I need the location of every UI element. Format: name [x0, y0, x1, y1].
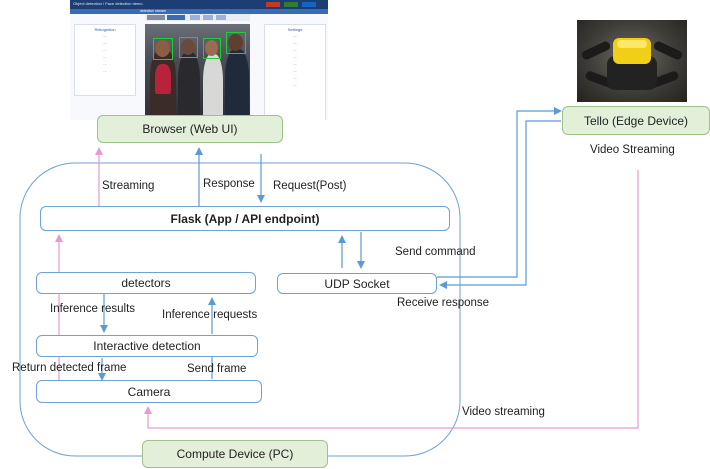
receive-response-label: Receive response: [397, 297, 490, 309]
interactive-detection-label: Interactive detection: [93, 339, 201, 353]
interactive-detection-box: Interactive detection: [36, 335, 258, 357]
send-command-label: Send command: [395, 246, 476, 258]
tello-label: Tello (Edge Device): [583, 113, 689, 128]
browser-box: Browser (Web UI): [97, 115, 283, 143]
inference-results-label: Inference results: [50, 303, 136, 315]
browser-label: Browser (Web UI): [142, 122, 238, 136]
camera-label: Camera: [127, 384, 171, 399]
camera-box: Camera: [36, 380, 262, 403]
send-command-arrow: [437, 107, 562, 278]
return-detected-frame-label: Return detected frame: [12, 362, 127, 374]
streaming-label: Streaming: [102, 180, 155, 192]
request-post-label: Request(Post): [273, 180, 347, 192]
receive-response-arrow: [439, 120, 561, 289]
compute-device-label: Compute Device (PC): [176, 447, 294, 461]
video-streaming-bottom-label: Video streaming: [462, 406, 545, 418]
detectors-label: detectors: [121, 276, 171, 290]
inference-requests-label: Inference requests: [162, 309, 258, 321]
detectors-box: detectors: [36, 272, 256, 294]
flask-box: Flask (App / API endpoint): [40, 206, 450, 231]
udp-socket-label: UDP Socket: [324, 276, 390, 291]
video-streaming-top-label: Video Streaming: [590, 144, 675, 156]
web-ui-screenshot-icon: Object detection / Face detection demo d…: [70, 0, 328, 120]
send-frame-label: Send frame: [187, 363, 247, 375]
tello-drone-icon: [577, 20, 687, 102]
video-streaming-arrow: [144, 170, 639, 429]
tello-box: Tello (Edge Device): [562, 106, 710, 135]
udp-socket-box: UDP Socket: [277, 273, 437, 294]
response-label: Response: [203, 178, 255, 190]
flask-label: Flask (App / API endpoint): [170, 211, 320, 226]
compute-device-box: Compute Device (PC): [142, 440, 328, 468]
